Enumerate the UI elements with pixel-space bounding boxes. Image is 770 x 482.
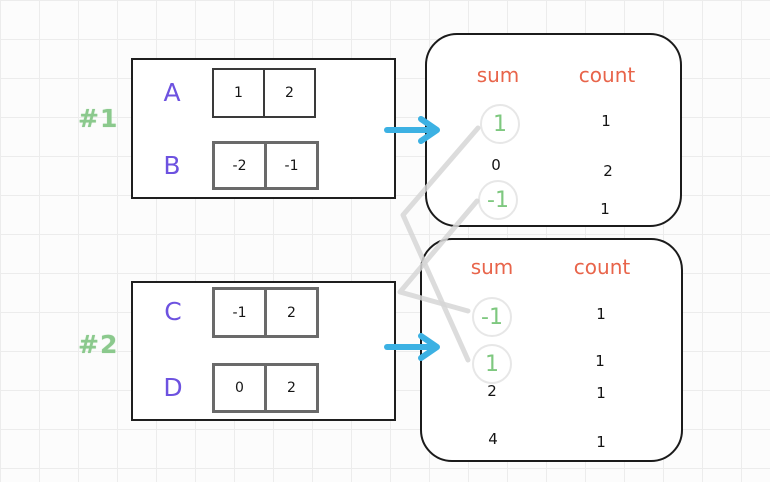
group1-count-value: 1	[601, 112, 611, 130]
array-d-cell-1: 2	[264, 366, 316, 410]
group1-result-table: sum count 1 1 0 2 -1 1	[425, 33, 682, 227]
group2-count-value: 1	[596, 384, 606, 402]
array-d-cells: 0 2	[212, 363, 319, 413]
group1-count-header: count	[578, 63, 636, 87]
array-c-cell-0: -1	[232, 304, 247, 321]
array-a-label: A	[163, 78, 181, 107]
array-b-cells: -2 -1	[212, 141, 319, 190]
group1-count-value: 1	[600, 200, 610, 218]
group2-sum-value-highlighted: -1	[472, 297, 512, 337]
group1-count-value: 2	[603, 162, 613, 180]
group1-sum-value: 0	[491, 156, 501, 174]
group2-count-value: 1	[596, 305, 606, 323]
group2-sum-header: sum	[470, 255, 514, 279]
array-b-label: B	[163, 151, 181, 180]
group2-result-table: sum count -1 1 1 1 2 1 4 1	[420, 238, 683, 462]
group2-sum-value: 2	[487, 382, 497, 400]
group2-label: #2	[78, 330, 119, 359]
array-b-cell-0: -2	[232, 157, 247, 174]
group1-sum-header: sum	[476, 63, 520, 87]
group2-count-value: 1	[595, 352, 605, 370]
array-d-cell-0: 0	[235, 380, 244, 396]
array-a-cell-0: 1	[234, 85, 243, 101]
array-b-cell-1: -1	[264, 144, 316, 187]
group2-count-header: count	[573, 255, 631, 279]
group1-label: #1	[78, 104, 119, 133]
array-c-cells: -1 2	[212, 287, 319, 338]
array-c-cell-1: 2	[264, 290, 316, 335]
array-c-label: C	[164, 297, 182, 326]
group2-sum-value: 4	[488, 430, 498, 448]
group2-count-value: 1	[596, 433, 606, 451]
array-d-label: D	[163, 373, 183, 402]
group1-sum-value-highlighted: 1	[480, 104, 520, 144]
group1-sum-value-highlighted: -1	[478, 180, 518, 220]
group2-sum-value-highlighted: 1	[472, 344, 512, 384]
array-a-cells: 1 2	[212, 68, 316, 118]
array-a-cell-1: 2	[263, 70, 314, 116]
